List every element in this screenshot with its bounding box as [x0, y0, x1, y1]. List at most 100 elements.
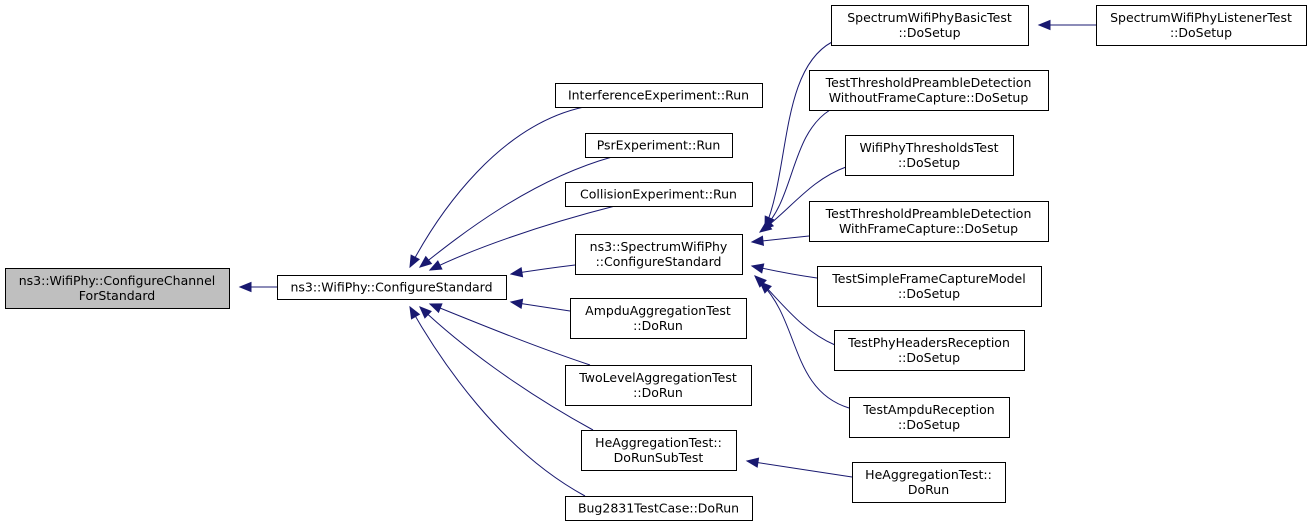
node-box — [277, 275, 507, 300]
edge-arrowhead — [419, 306, 432, 319]
edge-line — [759, 281, 850, 409]
node-box — [570, 298, 747, 339]
node-threshold-with-capture[interactable]: TestThresholdPreambleDetectionWithFrameC… — [809, 201, 1049, 242]
node-label-line: TestPhyHeadersReception — [847, 335, 1010, 350]
edge-arrowhead — [409, 254, 420, 269]
node-box — [831, 5, 1029, 46]
node-label-line: ::ConfigureStandard — [596, 254, 722, 269]
node-he-aggregation-dorun[interactable]: HeAggregationTest::DoRun — [852, 462, 1006, 503]
node-box — [809, 201, 1049, 242]
node-label-line: WifiPhyThresholdsTest — [859, 140, 998, 155]
node-thresholds-test[interactable]: WifiPhyThresholdsTest::DoSetup — [845, 135, 1014, 176]
edge-line — [761, 109, 831, 231]
node-box — [581, 430, 737, 471]
edge-spectrum_configure-to-configure_standard — [509, 264, 576, 278]
node-label-line: ns3::SpectrumWifiPhy — [590, 239, 728, 254]
node-label-line: CollisionExperiment::Run — [580, 187, 737, 202]
edge-line — [409, 306, 586, 497]
node-label-line: ::DoRun — [633, 385, 683, 400]
edge-he_aggregation_subtest-to-configure_standard — [419, 306, 594, 431]
node-box — [565, 182, 753, 207]
node-label-line: TestThresholdPreambleDetection — [825, 206, 1032, 221]
node-label-line: ::DoSetup — [898, 25, 960, 40]
edge-arrowhead — [428, 260, 443, 271]
node-label-line: PsrExperiment::Run — [597, 138, 721, 153]
node-spectrum-listener-test[interactable]: SpectrumWifiPhyListenerTest::DoSetup — [1096, 5, 1307, 46]
node-label-line: TestSimpleFrameCaptureModel — [831, 271, 1025, 286]
node-label-line: TestThresholdPreambleDetection — [825, 75, 1032, 90]
edge-line — [409, 106, 585, 268]
edge-arrowhead — [759, 281, 772, 294]
node-label-line: SpectrumWifiPhyListenerTest — [1110, 10, 1292, 25]
edge-line — [419, 306, 594, 431]
edge-collision_run-to-configure_standard — [428, 205, 616, 271]
node-label-line: InterferenceExperiment::Run — [568, 88, 749, 103]
node-bug2831[interactable]: Bug2831TestCase::DoRun — [565, 496, 753, 521]
node-label-line: ::DoSetup — [898, 350, 960, 365]
node-spectrum-configure[interactable]: ns3::SpectrumWifiPhy::ConfigureStandard — [575, 234, 743, 275]
edge-line — [764, 41, 833, 229]
edge-threshold_with_capture-to-spectrum_configure — [750, 235, 810, 246]
node-label-line: ns3::WifiPhy::ConfigureChannel — [19, 273, 216, 288]
node-box — [834, 330, 1025, 371]
edge-simple_frame_capture-to-spectrum_configure — [750, 263, 818, 279]
node-interference-run[interactable]: InterferenceExperiment::Run — [555, 83, 763, 108]
node-he-aggregation-subtest[interactable]: HeAggregationTest::DoRunSubTest — [581, 430, 737, 471]
node-threshold-without-capture[interactable]: TestThresholdPreambleDetectionWithoutFra… — [809, 70, 1049, 111]
node-box — [852, 462, 1006, 503]
edge-arrowhead — [409, 305, 421, 320]
node-configure-channel[interactable]: ns3::WifiPhy::ConfigureChannelForStandar… — [5, 268, 230, 309]
node-box — [575, 234, 743, 275]
node-label-line: SpectrumWifiPhyBasicTest — [847, 10, 1012, 25]
node-label-line: HeAggregationTest:: — [865, 467, 992, 482]
node-label-line: ::DoSetup — [898, 417, 960, 432]
node-simple-frame-capture[interactable]: TestSimpleFrameCaptureModel::DoSetup — [817, 266, 1042, 307]
node-spectrum-basic-test[interactable]: SpectrumWifiPhyBasicTest::DoSetup — [831, 5, 1029, 46]
edge-arrowhead — [745, 457, 760, 468]
node-box — [565, 365, 752, 406]
node-configure-standard[interactable]: ns3::WifiPhy::ConfigureStandard — [277, 275, 507, 300]
edge-arrowhead — [418, 255, 433, 268]
node-label-line: Bug2831TestCase::DoRun — [578, 501, 739, 516]
edge-arrowhead — [750, 235, 765, 246]
edge-line — [746, 460, 853, 478]
node-label-line: WithFrameCapture::DoSetup — [839, 221, 1018, 236]
node-label-line: DoRunSubTest — [614, 450, 704, 465]
edge-configure_standard-to-configure_channel — [238, 281, 277, 293]
node-label-line: ForStandard — [79, 288, 155, 303]
node-label-line: ns3::WifiPhy::ConfigureStandard — [290, 280, 492, 295]
nodes-layer: ns3::WifiPhy::ConfigureChannelForStandar… — [5, 5, 1307, 521]
edge-spectrum_basic_test-to-spectrum_configure — [764, 41, 833, 230]
edge-arrowhead — [509, 298, 524, 309]
node-two-level-aggregation[interactable]: TwoLevelAggregationTest::DoRun — [565, 365, 752, 406]
edge-arrowhead — [750, 263, 765, 274]
edges-layer — [238, 19, 1096, 497]
node-box — [565, 496, 753, 521]
node-box — [849, 397, 1010, 438]
node-label-line: AmpduAggregationTest — [585, 303, 731, 318]
node-box — [1096, 5, 1307, 46]
node-box — [845, 135, 1014, 176]
node-box — [809, 70, 1049, 111]
node-label-line: HeAggregationTest:: — [595, 435, 722, 450]
node-label-line: WithoutFrameCapture::DoSetup — [829, 90, 1029, 105]
node-collision-run[interactable]: CollisionExperiment::Run — [565, 182, 753, 207]
edge-thresholds_test-to-spectrum_configure — [758, 166, 847, 233]
node-label-line: DoRun — [908, 482, 949, 497]
node-ampdu-reception[interactable]: TestAmpduReception::DoSetup — [849, 397, 1010, 438]
node-phy-headers-reception[interactable]: TestPhyHeadersReception::DoSetup — [834, 330, 1025, 371]
edge-he_aggregation_dorun-to-he_aggregation_subtest — [745, 457, 853, 478]
node-label-line: TwoLevelAggregationTest — [578, 370, 737, 385]
node-label-line: TestAmpduReception — [862, 402, 994, 417]
edge-arrowhead — [238, 281, 252, 293]
edge-bug2831-to-configure_standard — [409, 305, 586, 497]
edge-arrowhead — [509, 267, 524, 278]
node-ampdu-aggregation[interactable]: AmpduAggregationTest::DoRun — [570, 298, 747, 339]
node-psr-run[interactable]: PsrExperiment::Run — [585, 133, 733, 158]
edge-ampdu_reception-to-spectrum_configure — [759, 281, 850, 409]
node-box — [817, 266, 1042, 307]
node-label-line: ::DoSetup — [898, 155, 960, 170]
edge-interference_run-to-configure_standard — [409, 106, 585, 269]
node-box — [5, 268, 230, 309]
